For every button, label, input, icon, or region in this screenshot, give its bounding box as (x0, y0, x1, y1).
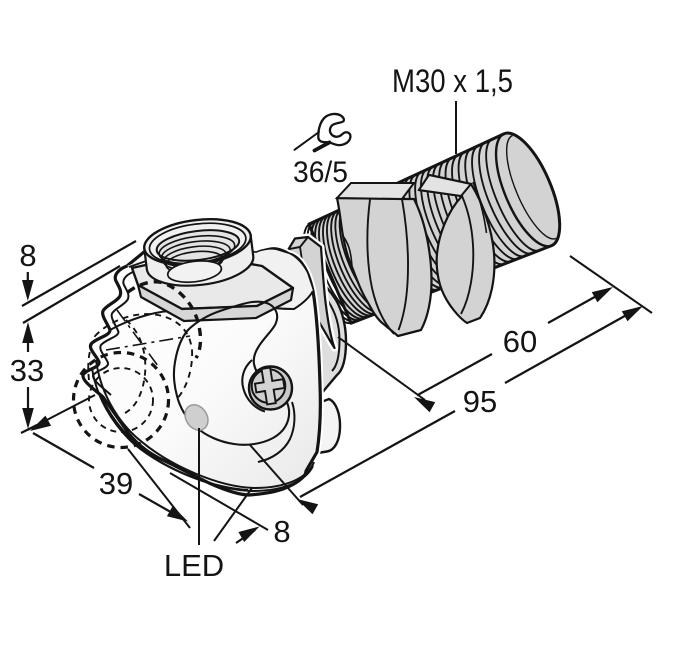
svg-text:60: 60 (503, 324, 537, 359)
svg-text:95: 95 (463, 384, 497, 419)
svg-text:8: 8 (273, 514, 290, 549)
svg-text:LED: LED (164, 548, 224, 583)
svg-text:8: 8 (19, 238, 36, 273)
svg-text:M30 x 1,5: M30 x 1,5 (392, 63, 513, 99)
svg-text:33: 33 (10, 353, 44, 388)
svg-text:39: 39 (99, 466, 133, 501)
svg-text:36/5: 36/5 (293, 156, 348, 189)
